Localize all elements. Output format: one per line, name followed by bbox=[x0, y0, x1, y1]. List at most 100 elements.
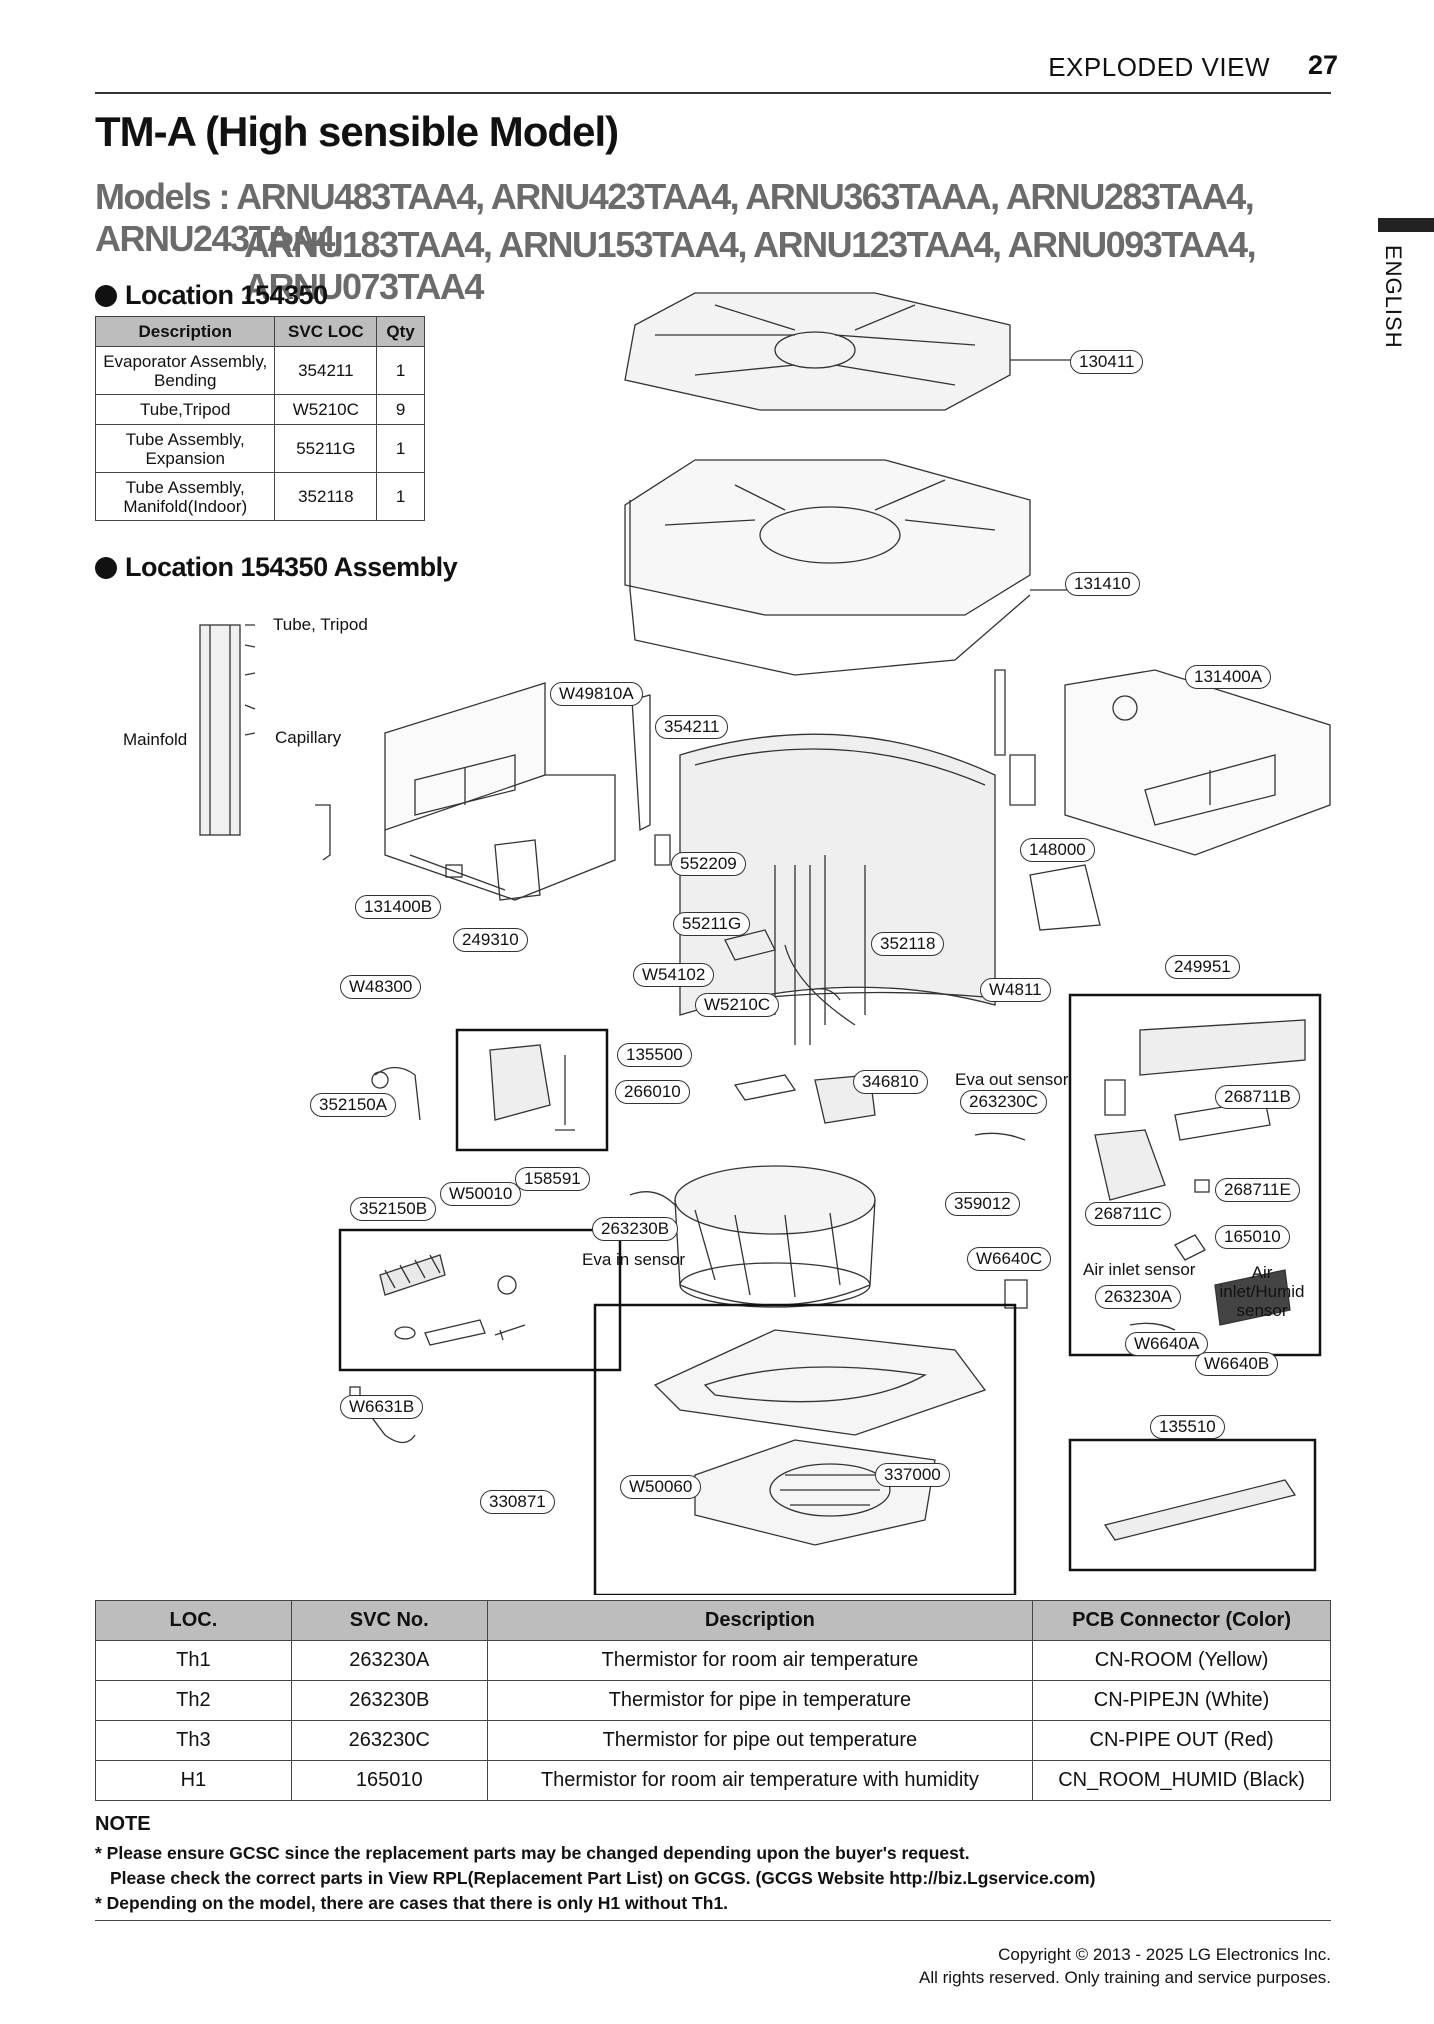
callout-W4811: W4811 bbox=[980, 978, 1051, 1002]
callout-131400B: 131400B bbox=[355, 895, 442, 919]
header-divider bbox=[95, 92, 1331, 94]
language-tab-marker bbox=[1378, 218, 1434, 232]
callout-W50010: W50010 bbox=[440, 1182, 522, 1206]
table-cell: Thermistor for pipe in temperature bbox=[486, 1680, 1034, 1721]
callout-263230A: 263230A bbox=[1095, 1285, 1182, 1309]
table-cell: 9 bbox=[376, 394, 425, 425]
callout-268711E: 268711E bbox=[1215, 1178, 1300, 1202]
table-cell: Th1 bbox=[95, 1640, 292, 1681]
column-header: PCB Connector (Color) bbox=[1032, 1600, 1331, 1641]
table-header-row: LOC. SVC No. Description PCB Connector (… bbox=[95, 1600, 1331, 1641]
column-header: Qty bbox=[376, 316, 425, 347]
table-cell: CN-ROOM (Yellow) bbox=[1032, 1640, 1331, 1681]
bullet-icon bbox=[95, 556, 117, 579]
assembly-heading: Location 154350 Assembly bbox=[95, 552, 458, 583]
column-header: SVC LOC bbox=[274, 316, 378, 347]
label-eva-in-sensor: Eva in sensor bbox=[582, 1250, 685, 1269]
label-air-inlet-humid-sensor: Air inlet/Humid sensor bbox=[1219, 1263, 1305, 1320]
callout-352150B: 352150B bbox=[350, 1197, 437, 1221]
location-parts-table: Description SVC LOC Qty Evaporator Assem… bbox=[94, 316, 425, 521]
label-mainfold: Mainfold bbox=[123, 730, 188, 749]
table-row: Th2 263230B Thermistor for pipe in tempe… bbox=[95, 1680, 1331, 1721]
label-air-inlet-sensor: Air inlet sensor bbox=[1083, 1260, 1196, 1279]
column-header: LOC. bbox=[95, 1600, 292, 1641]
callout-W48300: W48300 bbox=[340, 975, 422, 999]
table-cell: Thermistor for room air temperature bbox=[486, 1640, 1034, 1681]
exploded-view-drawing bbox=[199, 292, 1331, 1595]
callout-135500: 135500 bbox=[617, 1043, 692, 1067]
callout-135510: 135510 bbox=[1150, 1415, 1225, 1439]
models-line-2: ARNU183TAA4, ARNU153TAA4, ARNU123TAA4, A… bbox=[244, 224, 1257, 307]
table-cell: 263230C bbox=[290, 1720, 488, 1761]
callout-330871: 330871 bbox=[480, 1490, 555, 1514]
table-cell: CN-PIPE OUT (Red) bbox=[1032, 1720, 1331, 1761]
callout-352150A: 352150A bbox=[310, 1093, 397, 1117]
table-cell: 263230A bbox=[290, 1640, 488, 1681]
rights-notice: All rights reserved. Only training and s… bbox=[919, 1968, 1331, 1987]
models-line-1: Models : ARNU483TAA4, ARNU423TAA4, ARNU3… bbox=[95, 176, 1255, 259]
page-number: 27 bbox=[1307, 50, 1338, 80]
note-line-1: * Please ensure GCSC since the replaceme… bbox=[95, 1843, 970, 1863]
table-cell: 263230B bbox=[290, 1680, 488, 1721]
callout-158591: 158591 bbox=[515, 1167, 590, 1191]
callout-352118: 352118 bbox=[871, 932, 945, 956]
footer-divider bbox=[95, 1920, 1331, 1921]
table-cell: Thermistor for room air temperature with… bbox=[486, 1760, 1034, 1801]
table-cell: Evaporator Assembly, Bending bbox=[94, 346, 276, 395]
column-header: Description bbox=[94, 316, 276, 347]
callout-55211G: 55211G bbox=[673, 912, 751, 936]
table-row: Tube Assembly, Manifold(Indoor) 352118 1 bbox=[94, 472, 425, 521]
page-title: TM-A (High sensible Model) bbox=[95, 108, 619, 155]
table-cell: CN_ROOM_HUMID (Black) bbox=[1032, 1760, 1331, 1801]
callout-131410: 131410 bbox=[1065, 572, 1140, 596]
table-row: Tube,Tripod W5210C 9 bbox=[94, 394, 425, 425]
table-row: H1 165010 Thermistor for room air temper… bbox=[95, 1760, 1331, 1801]
label-eva-out-sensor: Eva out sensor bbox=[955, 1070, 1069, 1089]
callout-131400A: 131400A bbox=[1185, 665, 1272, 689]
callout-263230C: 263230C bbox=[960, 1090, 1048, 1114]
table-row: Evaporator Assembly, Bending 354211 1 bbox=[94, 346, 425, 395]
exploded-view-diagram: Tube, Tripod Mainfold Capillary Eva out … bbox=[95, 285, 1335, 1595]
callout-268711C: 268711C bbox=[1085, 1202, 1171, 1226]
callout-W49810A: W49810A bbox=[550, 682, 643, 706]
callout-130411: 130411 bbox=[1070, 350, 1144, 374]
table-cell: Tube Assembly, Expansion bbox=[94, 424, 276, 473]
callout-249951: 249951 bbox=[1165, 955, 1240, 979]
callout-W5210C: W5210C bbox=[695, 993, 780, 1017]
callout-W6640C: W6640C bbox=[967, 1247, 1052, 1271]
table-cell: Thermistor for pipe out temperature bbox=[486, 1720, 1034, 1761]
callout-354211: 354211 bbox=[655, 715, 729, 739]
table-cell: 354211 bbox=[274, 346, 378, 395]
table-cell: Th2 bbox=[95, 1680, 292, 1721]
callout-W6640A: W6640A bbox=[1125, 1332, 1209, 1356]
section-title: EXPLODED VIEW bbox=[1048, 52, 1270, 82]
table-row: Tube Assembly, Expansion 55211G 1 bbox=[94, 424, 425, 473]
callout-266010: 266010 bbox=[615, 1080, 690, 1104]
table-cell: 165010 bbox=[290, 1760, 488, 1801]
callout-W6631B: W6631B bbox=[340, 1395, 424, 1419]
label-tube-tripod: Tube, Tripod bbox=[273, 615, 368, 634]
thermistor-table: LOC. SVC No. Description PCB Connector (… bbox=[95, 1600, 1331, 1801]
table-cell: H1 bbox=[95, 1760, 292, 1801]
callout-268711B: 268711B bbox=[1215, 1085, 1300, 1109]
table-cell: Tube Assembly, Manifold(Indoor) bbox=[94, 472, 276, 521]
callout-552209: 552209 bbox=[671, 852, 746, 876]
callout-249310: 249310 bbox=[453, 928, 528, 952]
bullet-icon bbox=[95, 284, 117, 307]
table-cell: 1 bbox=[376, 472, 425, 521]
table-row: Th3 263230C Thermistor for pipe out temp… bbox=[95, 1720, 1331, 1761]
column-header: SVC No. bbox=[290, 1600, 488, 1641]
callout-263230B: 263230B bbox=[592, 1217, 679, 1241]
callout-W50060: W50060 bbox=[620, 1475, 702, 1499]
note-heading: NOTE bbox=[95, 1813, 151, 1835]
callout-359012: 359012 bbox=[945, 1192, 1020, 1216]
callout-337000: 337000 bbox=[875, 1463, 950, 1487]
column-header: Description bbox=[486, 1600, 1034, 1641]
table-cell: 352118 bbox=[274, 472, 378, 521]
note-line-3: * Depending on the model, there are case… bbox=[95, 1893, 729, 1913]
callout-165010: 165010 bbox=[1215, 1225, 1290, 1249]
table-cell: Tube,Tripod bbox=[94, 394, 276, 425]
callout-W54102: W54102 bbox=[633, 963, 715, 987]
location-heading: Location 154350 bbox=[95, 280, 328, 311]
table-header-row: Description SVC LOC Qty bbox=[94, 316, 425, 347]
